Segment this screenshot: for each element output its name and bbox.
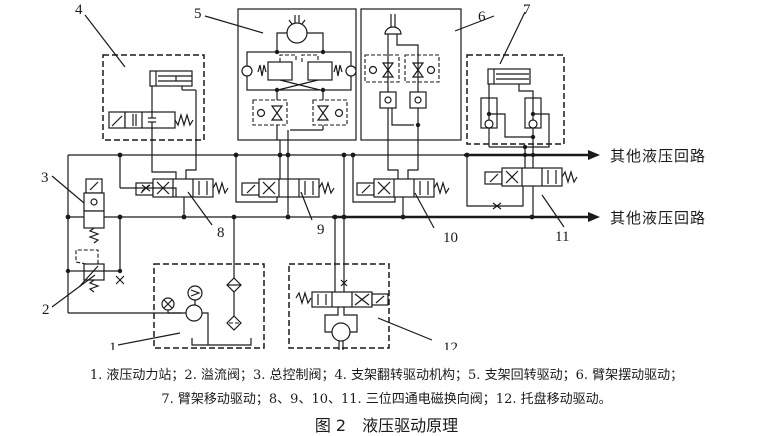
callout-6: 6 [478, 9, 486, 25]
component-6-arm-swing-drive [360, 8, 462, 155]
callout-9: 9 [317, 222, 325, 238]
hydraulic-schematic: 4 5 6 7 3 2 1 8 9 10 11 12 其他液压回路 其他液压回路 [41, 2, 706, 350]
callout-7: 7 [523, 2, 531, 18]
legend-line-1: 1. 液压动力站；2. 溢流阀；3. 总控制阀；4. 支架翻转驱动机构；5. 支… [89, 368, 684, 383]
callout-2: 2 [42, 302, 50, 318]
component-1-power-station [153, 217, 265, 349]
valve-8-solenoid-directional [119, 155, 229, 217]
figure-label: 图 2 [314, 416, 347, 435]
callout-12: 12 [443, 340, 458, 350]
component-7-arm-move-drive [466, 54, 565, 217]
callout-1: 1 [109, 340, 117, 350]
valve-9-solenoid-directional [235, 155, 335, 217]
component-5-rotation-drive [237, 8, 357, 155]
component-12-tray-move-drive [288, 155, 390, 350]
outlet-label-lower: 其他液压回路 [610, 209, 706, 227]
callout-5: 5 [194, 6, 202, 22]
callout-leaders [51, 11, 565, 346]
component-2-relief-valve [65, 217, 125, 293]
callout-3: 3 [41, 170, 49, 186]
legend-line-2: 7. 臂架移动驱动；8、9、10、11. 三位四通电磁换向阀；12. 托盘移动驱… [161, 392, 612, 407]
callout-11: 11 [555, 229, 569, 245]
component-3-master-control-valve [83, 178, 105, 244]
valve-11-solenoid-directional [466, 155, 578, 210]
figure-title: 液压驱动原理 [362, 416, 459, 435]
outlet-label-upper: 其他液压回路 [610, 147, 706, 165]
main-pressure-line [68, 150, 600, 160]
callout-4: 4 [75, 2, 83, 18]
callout-8: 8 [217, 225, 225, 241]
component-4-flip-drive [102, 54, 205, 155]
callout-10: 10 [443, 230, 458, 246]
valve-10-solenoid-directional [352, 155, 450, 217]
figure-caption: 图 2 液压驱动原理 [0, 412, 773, 436]
